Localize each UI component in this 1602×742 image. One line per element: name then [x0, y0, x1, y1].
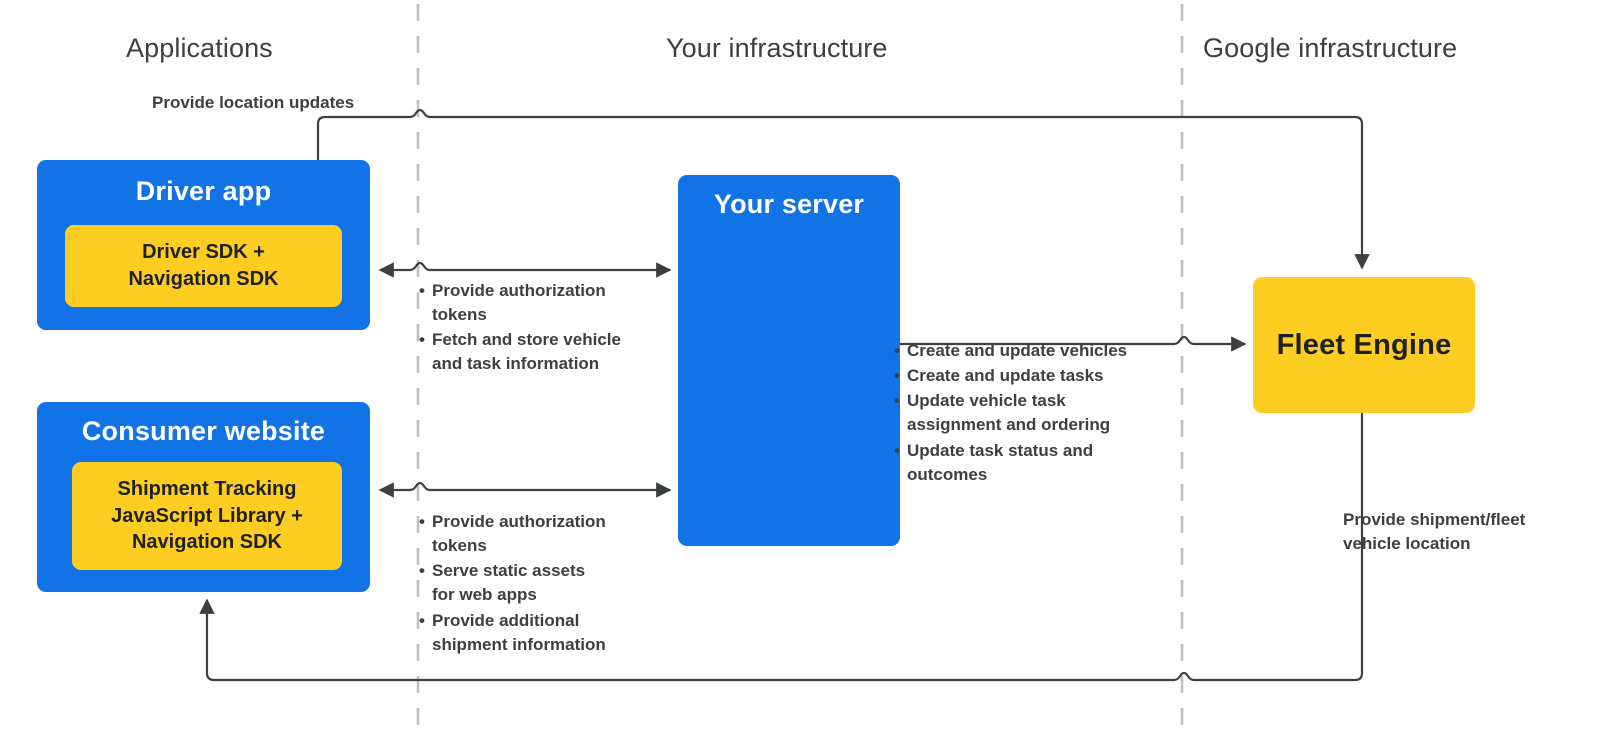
bullet-dot-icon: • — [419, 610, 425, 630]
edge-driver-to-server — [378, 261, 672, 278]
edge-bullets-server-to-fleet-engine: • Create and update vehicles • Create an… — [894, 339, 1159, 488]
bullet-text: Provide authorization tokens — [432, 512, 606, 556]
chip-driver-sdk: Driver SDK + Navigation SDK — [65, 225, 342, 307]
bullet-text: Create and update vehicles — [907, 341, 1128, 360]
bullet-item: • Provide additional shipment informatio… — [419, 609, 664, 657]
edge-bullets-driver-to-server: • Provide authorization tokens • Fetch a… — [419, 279, 664, 378]
bullet-item: • Create and update vehicles — [894, 339, 1159, 363]
bullet-item: • Fetch and store vehicle and task infor… — [419, 328, 664, 376]
node-driver-app-title: Driver app — [135, 176, 272, 206]
bullet-item: • Update task status and outcomes — [894, 439, 1159, 487]
zone-title-your-infrastructure: Your infrastructure — [666, 33, 888, 63]
bullet-text: Serve static assets for web apps — [432, 561, 586, 605]
node-driver-app: Driver app Driver SDK + Navigation SDK — [37, 160, 370, 330]
edge-consumer-to-server — [378, 481, 672, 498]
bullet-text: Update vehicle task assignment and order… — [907, 391, 1111, 435]
bullet-item: • Provide authorization tokens — [419, 279, 664, 327]
bullet-dot-icon: • — [419, 561, 425, 581]
bullet-text: Update task status and outcomes — [907, 440, 1094, 484]
bullet-item: • Create and update tasks — [894, 364, 1159, 388]
chip-shipment-tracking-label: Shipment Tracking JavaScript Library + N… — [111, 477, 303, 554]
bullet-text: Provide additional shipment information — [432, 610, 606, 654]
node-consumer-website: Consumer website Shipment Tracking JavaS… — [37, 402, 370, 592]
node-consumer-website-title: Consumer website — [81, 416, 326, 446]
node-your-server: Your server — [678, 175, 900, 546]
bullet-dot-icon: • — [894, 391, 900, 411]
bullet-dot-icon: • — [419, 281, 425, 300]
bullet-item: • Provide authorization tokens — [419, 510, 664, 558]
edge-label-provide-location-updates: Provide location updates — [152, 93, 355, 112]
bullet-item: • Update vehicle task assignment and ord… — [894, 389, 1159, 437]
bullet-text: Provide authorization tokens — [432, 281, 606, 325]
bullet-text: Fetch and store vehicle and task informa… — [432, 330, 621, 374]
chip-driver-sdk-label: Driver SDK + Navigation SDK — [128, 241, 279, 290]
bullet-dot-icon: • — [894, 366, 900, 386]
edge-bullets-consumer-to-server: • Provide authorization tokens • Serve s… — [419, 510, 664, 658]
zone-title-google-infrastructure: Google infrastructure — [1203, 33, 1458, 63]
bullet-dot-icon: • — [894, 341, 900, 360]
edge-label-provide-shipment-fleet-vehicle-location: Provide shipment/fleet vehicle location — [1343, 510, 1526, 554]
bullet-dot-icon: • — [894, 440, 900, 460]
node-fleet-engine-title: Fleet Engine — [1276, 328, 1452, 361]
node-your-server-title: Your server — [713, 189, 865, 219]
chip-shipment-tracking-js-library: Shipment Tracking JavaScript Library + N… — [72, 462, 342, 570]
bullet-dot-icon: • — [419, 330, 425, 350]
node-fleet-engine: Fleet Engine — [1253, 277, 1475, 413]
zone-title-applications: Applications — [126, 33, 273, 63]
bullet-dot-icon: • — [419, 512, 425, 531]
bullet-text: Create and update tasks — [907, 366, 1104, 386]
bullet-item: • Serve static assets for web apps — [419, 559, 664, 607]
